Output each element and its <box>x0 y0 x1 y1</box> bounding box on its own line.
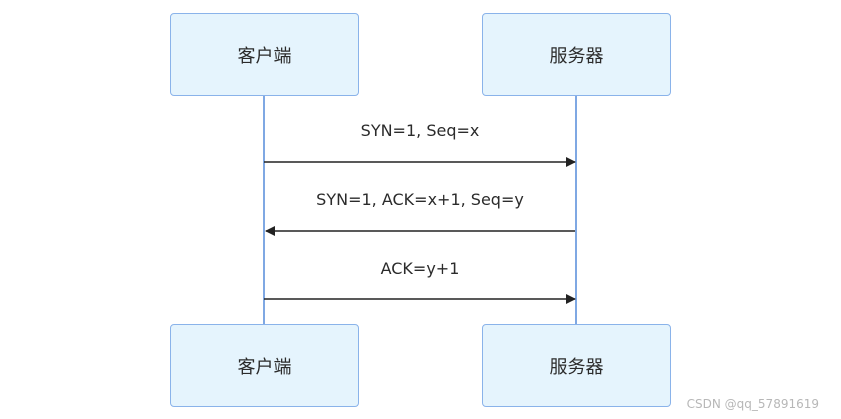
client-participant-bottom-label: 客户端 <box>237 356 292 378</box>
client-participant-top-label: 客户端 <box>237 45 292 67</box>
server-participant-bottom: 服务器 <box>482 324 671 407</box>
server-participant-top-label: 服务器 <box>549 45 604 67</box>
client-participant-bottom: 客户端 <box>170 324 359 407</box>
client-lifeline <box>263 94 265 324</box>
server-lifeline <box>575 94 577 324</box>
server-participant-bottom-label: 服务器 <box>549 356 604 378</box>
client-participant-top: 客户端 <box>170 13 359 96</box>
server-participant-top: 服务器 <box>482 13 671 96</box>
message-3-label: ACK=y+1 <box>380 259 460 278</box>
message-2-label: SYN=1, ACK=x+1, Seq=y <box>316 190 524 209</box>
csdn-watermark: CSDN @qq_57891619 <box>686 397 819 411</box>
message-1-label: SYN=1, Seq=x <box>360 121 480 140</box>
